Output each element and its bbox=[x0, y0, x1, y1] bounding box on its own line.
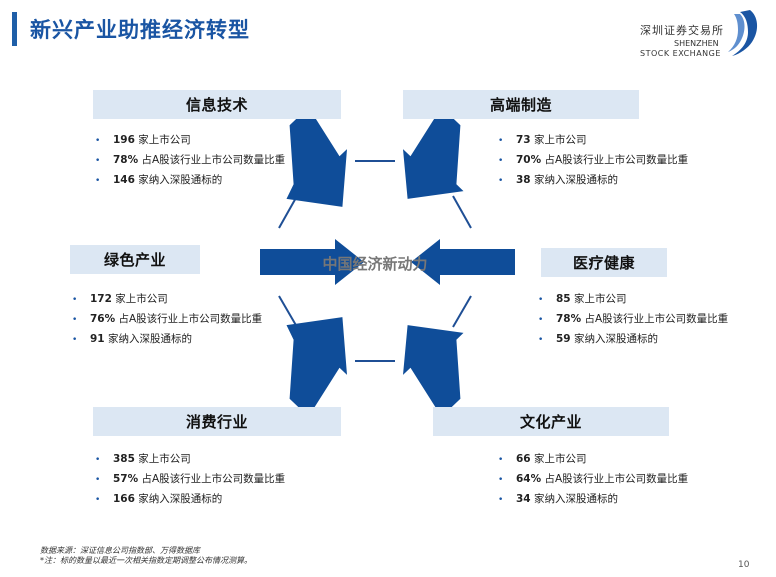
stat-item: •57% 占A股该行业上市公司数量比重 bbox=[95, 473, 286, 485]
arrow-consumer-icon bbox=[286, 317, 347, 417]
industry-label-culture: 文化产业 bbox=[519, 413, 582, 431]
industry-label-healthcare: 医疗健康 bbox=[572, 254, 635, 272]
industry-stats-culture: •66 家上市公司 •64% 占A股该行业上市公司数量比重 •34 家纳入深股通… bbox=[498, 449, 688, 509]
stat-item: •38 家纳入深股通标的 bbox=[498, 174, 618, 186]
stat-item: •59 家纳入深股通标的 bbox=[538, 333, 658, 345]
hexagon-outline bbox=[278, 160, 472, 362]
industry-box-culture: 文化产业 bbox=[433, 407, 669, 436]
industry-box-high-end-manufacturing: 高端制造 bbox=[403, 90, 639, 119]
arrow-healthcare-icon bbox=[411, 238, 515, 285]
szse-logo: 深圳证券交易所 SHENZHEN STOCK EXCHANGE bbox=[640, 8, 768, 60]
logo-name-en-line1: SHENZHEN bbox=[674, 39, 719, 48]
stat-item: •166 家纳入深股通标的 bbox=[95, 493, 223, 505]
center-label: 中国经济新动力 bbox=[322, 255, 428, 273]
industry-box-healthcare: 医疗健康 bbox=[541, 248, 667, 277]
data-source-note: 数据来源：深证信息公司指数部、万得数据库 bbox=[40, 546, 200, 555]
logo-name-en-line2: STOCK EXCHANGE bbox=[640, 49, 721, 58]
industry-label-high-end-manufacturing: 高端制造 bbox=[489, 96, 552, 114]
industry-box-green: 绿色产业 bbox=[70, 245, 200, 274]
footnote: *注：标的数量以最近一次相关指数定期调整公布情况测算。 bbox=[40, 556, 252, 565]
szse-logo-mark-icon bbox=[728, 10, 758, 56]
arrow-high-end-manufacturing-icon bbox=[403, 107, 464, 199]
industry-box-consumer: 消费行业 bbox=[93, 407, 341, 436]
stat-item: •70% 占A股该行业上市公司数量比重 bbox=[498, 154, 689, 166]
stat-item: •91 家纳入深股通标的 bbox=[72, 333, 192, 345]
industry-stats-high-end-manufacturing: •73 家上市公司 •70% 占A股该行业上市公司数量比重 •38 家纳入深股通… bbox=[498, 130, 688, 190]
stat-item: •146 家纳入深股通标的 bbox=[95, 174, 223, 186]
industry-stats-consumer: •385 家上市公司 •57% 占A股该行业上市公司数量比重 •166 家纳入深… bbox=[95, 449, 285, 509]
stat-item: •76% 占A股该行业上市公司数量比重 bbox=[72, 313, 263, 325]
stat-item: •385 家上市公司 bbox=[95, 453, 191, 465]
arrow-green-icon bbox=[260, 238, 364, 285]
industry-stats-green: •172 家上市公司 •76% 占A股该行业上市公司数量比重 •91 家纳入深股… bbox=[72, 289, 262, 349]
arrow-culture-icon bbox=[403, 325, 464, 417]
stat-item: •34 家纳入深股通标的 bbox=[498, 493, 618, 505]
logo-name-cn: 深圳证券交易所 bbox=[640, 24, 724, 37]
industry-label-consumer: 消费行业 bbox=[185, 413, 248, 431]
stat-item: •85 家上市公司 bbox=[538, 293, 627, 305]
industry-stats-healthcare: •85 家上市公司 •78% 占A股该行业上市公司数量比重 •59 家纳入深股通… bbox=[538, 289, 728, 349]
title-accent-bar bbox=[12, 12, 17, 46]
industry-label-green: 绿色产业 bbox=[103, 251, 166, 269]
stat-item: •196 家上市公司 bbox=[95, 134, 191, 146]
stat-item: •64% 占A股该行业上市公司数量比重 bbox=[498, 473, 689, 485]
industry-box-it: 信息技术 bbox=[93, 90, 341, 119]
page-title: 新兴产业助推经济转型 bbox=[30, 18, 250, 42]
industry-label-it: 信息技术 bbox=[185, 96, 248, 114]
industry-stats-it: •196 家上市公司 •78% 占A股该行业上市公司数量比重 •146 家纳入深… bbox=[95, 130, 285, 190]
stat-item: •66 家上市公司 bbox=[498, 453, 587, 465]
stat-item: •73 家上市公司 bbox=[498, 134, 587, 146]
stat-item: •172 家上市公司 bbox=[72, 293, 168, 305]
stat-item: •78% 占A股该行业上市公司数量比重 bbox=[538, 313, 729, 325]
stat-item: •78% 占A股该行业上市公司数量比重 bbox=[95, 154, 286, 166]
arrow-it-icon bbox=[286, 107, 347, 207]
page-number: 10 bbox=[738, 560, 750, 570]
